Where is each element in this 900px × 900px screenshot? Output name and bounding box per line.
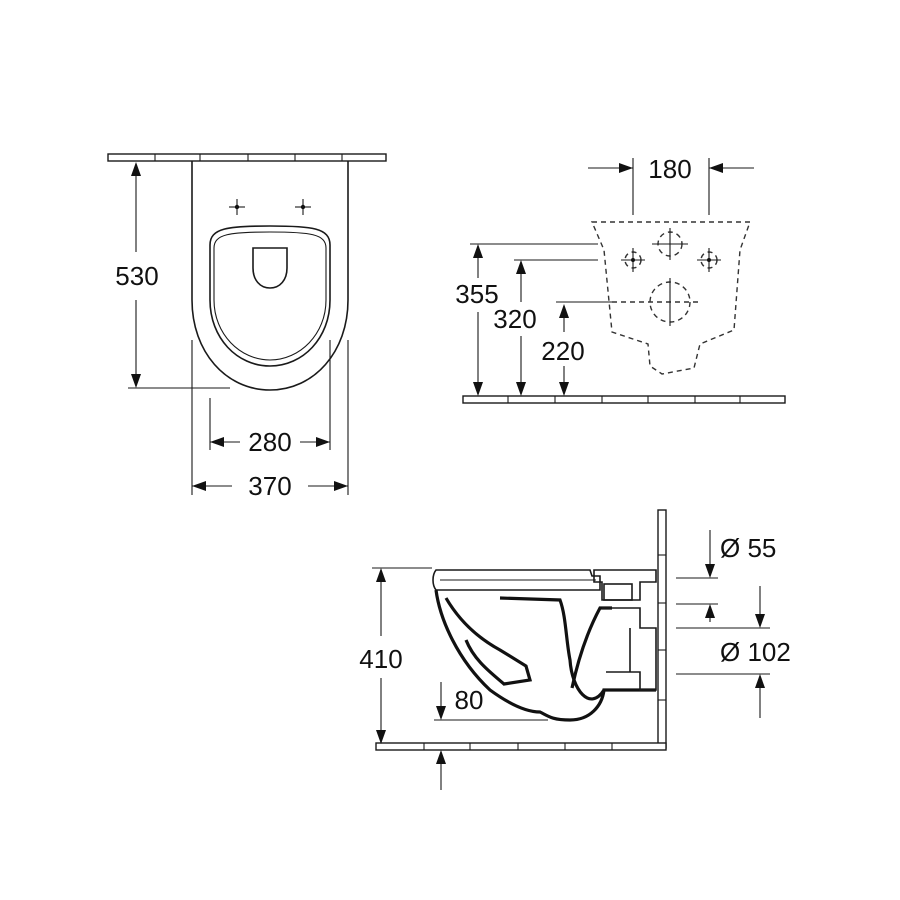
outer-width-label: 370 xyxy=(248,471,291,501)
seat-opening xyxy=(252,247,288,289)
dimension-80: 80 xyxy=(434,682,548,790)
height-355-label: 355 xyxy=(455,279,498,309)
fixing-cross-right xyxy=(295,199,311,215)
bowl-outline xyxy=(191,161,349,391)
bowl-exterior xyxy=(434,589,656,722)
outlet-hole xyxy=(612,278,700,326)
side-view: 410 80 Ø 55 Ø 1 xyxy=(359,509,791,790)
seat-profile xyxy=(432,569,601,591)
fixing-hole-left xyxy=(621,248,645,272)
height-410-label: 410 xyxy=(359,644,402,674)
inlet-diameter-label: Ø 55 xyxy=(720,533,776,563)
inlet-hole xyxy=(652,228,688,260)
dimension-280: 280 xyxy=(209,340,331,457)
dimension-370: 370 xyxy=(191,340,349,501)
top-view: 530 280 370 xyxy=(107,153,387,501)
side-view-wall xyxy=(657,509,667,749)
height-320-label: 320 xyxy=(493,304,536,334)
back-view-floor xyxy=(462,395,786,404)
height-220-label: 220 xyxy=(541,336,584,366)
outlet-diameter-label: Ø 102 xyxy=(720,637,791,667)
back-profile-dashed xyxy=(590,221,751,375)
trap-upleg xyxy=(570,606,612,689)
top-view-wall xyxy=(107,153,387,162)
bowl-interior xyxy=(444,597,533,686)
seat-outline xyxy=(209,225,331,367)
dimension-220: 220 xyxy=(541,301,612,396)
rear-block xyxy=(593,569,657,601)
dimension-320: 320 xyxy=(493,259,598,396)
trap-bend xyxy=(499,596,606,701)
outlet-height-label: 80 xyxy=(455,685,484,715)
dimension-180: 180 xyxy=(588,154,754,215)
side-view-floor xyxy=(375,742,667,751)
fixing-cross-left xyxy=(229,199,245,215)
depth-label: 530 xyxy=(115,261,158,291)
dimension-410: 410 xyxy=(359,567,432,744)
fixing-hole-right xyxy=(697,248,721,272)
dimension-dia-55: Ø 55 xyxy=(676,530,776,622)
dimension-dia-102: Ø 102 xyxy=(676,586,791,718)
hole-spacing-label: 180 xyxy=(648,154,691,184)
dimension-355: 355 xyxy=(455,243,598,396)
dimension-530: 530 xyxy=(115,162,230,389)
back-view: 180 xyxy=(455,154,786,404)
inner-width-label: 280 xyxy=(248,427,291,457)
